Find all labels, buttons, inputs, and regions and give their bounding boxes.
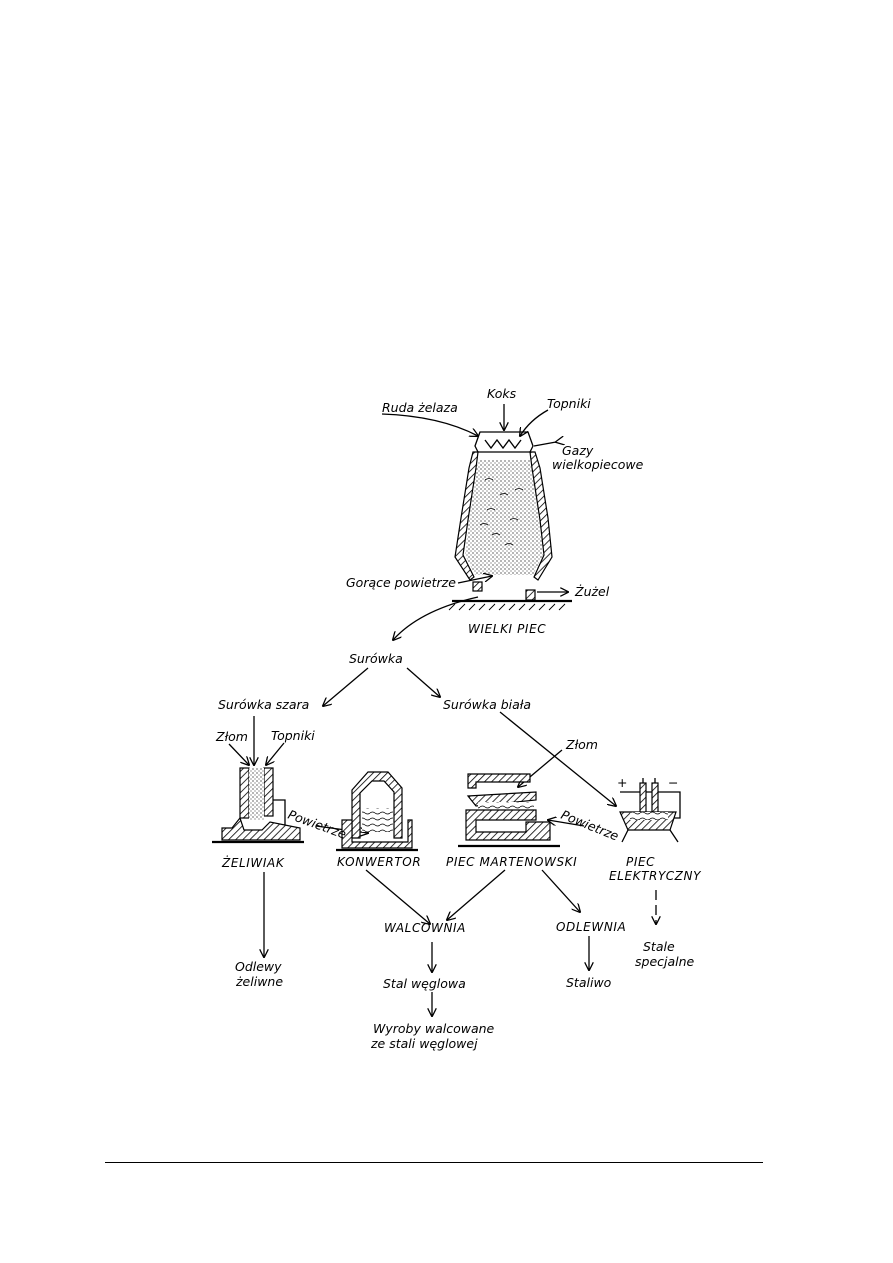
label-wyroby-walcowane: Wyroby walcowane (373, 1021, 495, 1036)
label-elektryczny: ELEKTRYCZNY (609, 869, 702, 883)
footer-rule (105, 1162, 763, 1163)
label-ze-stali-weglowej: ze stali węglowej (370, 1036, 478, 1051)
label-powietrze-martenowski: Powietrze (559, 807, 621, 844)
blast-furnace-arrows (381, 404, 568, 640)
flow-arrows (228, 667, 656, 1016)
label-minus: − (668, 775, 678, 790)
label-specjalne: specjalne (635, 954, 695, 969)
label-zuzel: Żużel (574, 584, 610, 599)
label-topniki-top: Topniki (547, 396, 591, 411)
converter (336, 771, 418, 852)
label-piec: PIEC (626, 855, 655, 869)
label-koks: Koks (487, 386, 517, 401)
label-staliwo: Staliwo (566, 975, 612, 990)
electric-furnace (619, 778, 681, 843)
label-konwertor: KONWERTOR (337, 855, 421, 869)
label-stal-weglowa: Stal węglowa (383, 976, 466, 991)
label-zeliwne: żeliwne (235, 974, 283, 989)
label-topniki-left: Topniki (271, 728, 315, 743)
label-zlom-right: Złom (565, 737, 598, 752)
label-gazy: Gazy (562, 443, 594, 458)
label-surowka-szara: Surówka szara (218, 697, 309, 712)
label-walcownia: WALCOWNIA (384, 921, 466, 935)
label-zeliwiak: ŻELIWIAK (221, 855, 285, 870)
label-stale: Stale (643, 939, 675, 954)
label-surowka: Surówka (349, 651, 403, 666)
label-gorace-powietrze: Gorące powietrze (346, 575, 456, 590)
label-ruda-zelaza: Ruda żelaza (382, 400, 458, 415)
cupola-furnace (212, 767, 304, 844)
label-wielki-piec: WIELKI PIEC (468, 622, 546, 636)
label-odlewnia: ODLEWNIA (556, 920, 626, 934)
label-surowka-biala: Surówka biała (443, 697, 531, 712)
open-hearth-furnace (458, 773, 560, 848)
label-piec-martenowski: PIEC MARTENOWSKI (446, 855, 577, 869)
label-zlom-left: Złom (215, 729, 248, 744)
label-plus: + (617, 775, 627, 790)
label-odlewy: Odlewy (235, 959, 282, 974)
label-wielkopiecowe: wielkopiecowe (552, 457, 644, 472)
labels: Koks Topniki Ruda żelaza Gazy wielkopiec… (215, 386, 702, 1051)
blast-furnace (448, 431, 572, 611)
